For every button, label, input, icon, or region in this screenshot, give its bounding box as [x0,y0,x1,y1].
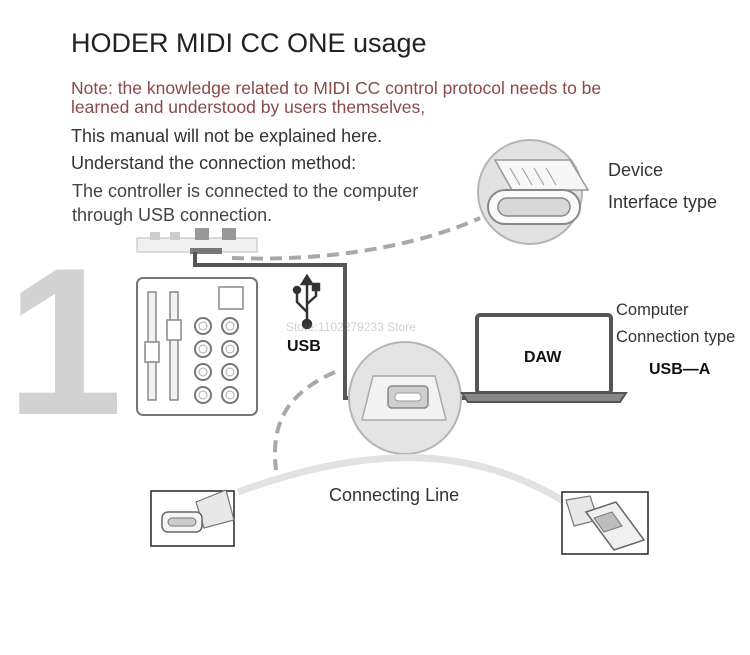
usb-c-port-icon [477,139,590,245]
midi-controller-icon [136,277,258,416]
device-label: Device [608,160,664,180]
laptop-icon [460,313,628,403]
connecting-line-label: Connecting Line [329,485,460,505]
step-number: 1 [6,224,123,459]
connection-desc-line-1: The controller is connected to the compu… [72,181,419,201]
connection-desc-line-2: through USB connection. [72,205,273,225]
usb-icon [292,273,321,330]
connection-heading: Understand the connection method: [71,153,357,173]
connecting-line-curve [236,454,567,505]
daw-label: DAW [524,349,562,366]
usb-a-type-label: USB—A [649,361,711,378]
note-line-1: Note: the knowledge related to MIDI CC c… [71,78,602,98]
controller-top-edge [136,228,258,254]
computer-label: Computer [616,301,689,319]
usb-c-plug-icon [348,341,462,455]
note-line-2: learned and understood by users themselv… [71,97,426,117]
watermark: Store:1102279233 Store [286,320,416,334]
cable-zoom-dash [273,370,336,471]
interface-type-label: Interface type [608,192,718,212]
device-zoom-dash [231,216,481,261]
connection-type-label: Connection type [616,328,736,346]
manual-text: This manual will not be explained here. [71,126,383,146]
usb-label: USB [287,338,321,355]
usb-c-cable-end-icon [150,489,235,547]
usb-a-plug-icon [561,491,649,555]
page-title: HODER MIDI CC ONE usage [71,28,427,58]
